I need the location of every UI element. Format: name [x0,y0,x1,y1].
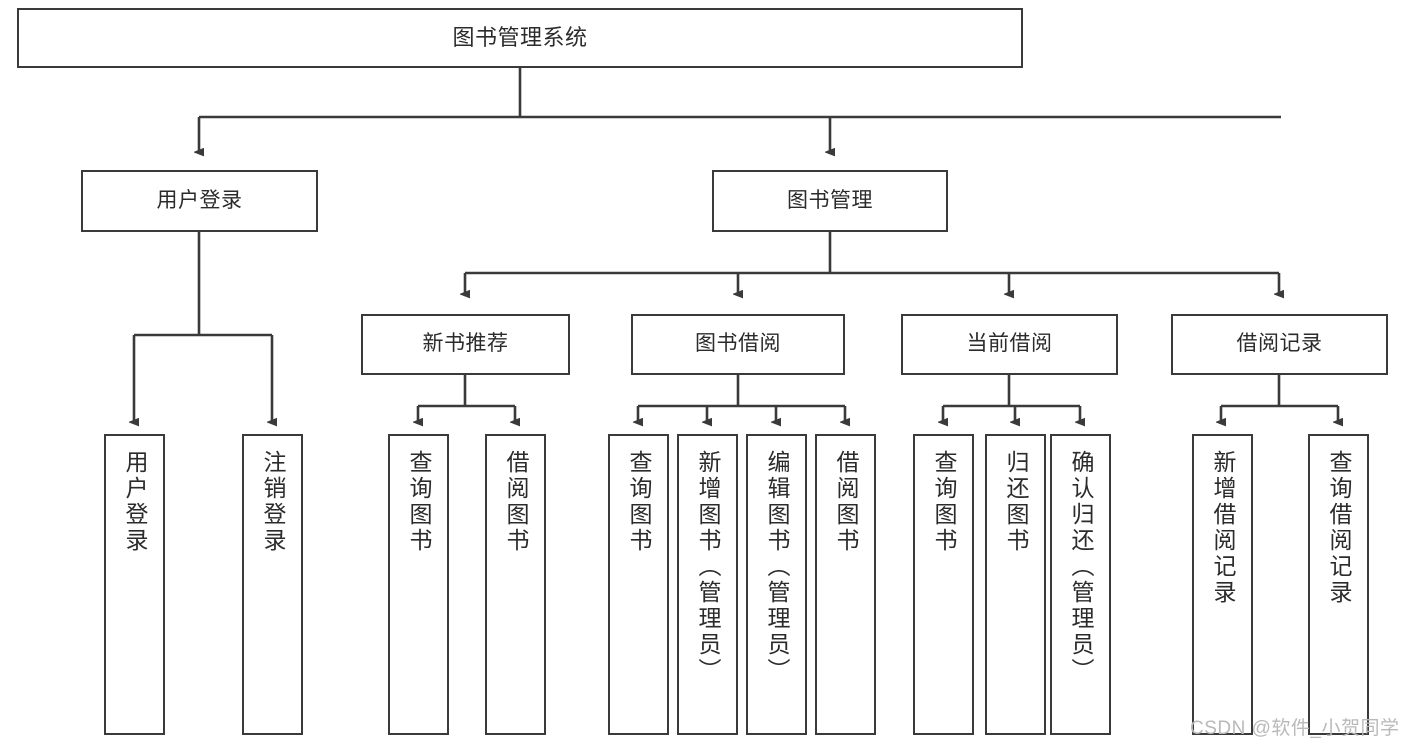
node-leaf-borrow-book-2-label: 借阅图书 [833,450,859,554]
node-root-system[interactable]: 图书管理系统 [17,8,1023,68]
node-leaf-add-book[interactable]: 新增图书（管理员） [677,434,738,735]
node-user-login[interactable]: 用户登录 [81,170,318,232]
node-current-borrow-label: 当前借阅 [966,332,1053,356]
node-leaf-add-book-label: 新增图书（管理员） [695,450,721,684]
node-leaf-confirm-return-label: 确认归还（管理员） [1068,450,1094,684]
node-leaf-query-book-2-label: 查询图书 [626,450,652,554]
node-user-login-label: 用户登录 [156,188,243,212]
node-new-book-recommend[interactable]: 新书推荐 [361,314,570,375]
node-book-management-label: 图书管理 [787,188,873,212]
node-leaf-edit-book[interactable]: 编辑图书（管理员） [746,434,807,735]
node-leaf-query-borrow-record[interactable]: 查询借阅记录 [1308,434,1369,735]
node-book-borrow-label: 图书借阅 [695,332,781,356]
node-new-book-recommend-label: 新书推荐 [422,332,509,356]
node-leaf-borrow-book-1-label: 借阅图书 [503,450,529,554]
node-leaf-user-logout-label: 注销登录 [260,450,286,554]
node-leaf-borrow-book-1[interactable]: 借阅图书 [485,434,546,735]
node-leaf-borrow-book-2[interactable]: 借阅图书 [815,434,876,735]
node-leaf-user-login[interactable]: 用户登录 [104,434,165,735]
node-leaf-return-book[interactable]: 归还图书 [985,434,1046,735]
node-leaf-query-book-2[interactable]: 查询图书 [608,434,669,735]
node-leaf-return-book-label: 归还图书 [1003,450,1029,554]
node-leaf-query-book-3[interactable]: 查询图书 [913,434,974,735]
node-book-borrow[interactable]: 图书借阅 [631,314,845,375]
node-current-borrow[interactable]: 当前借阅 [901,314,1118,375]
node-leaf-query-book-1-label: 查询图书 [406,450,432,554]
node-root-system-label: 图书管理系统 [452,25,588,51]
node-leaf-query-borrow-record-label: 查询借阅记录 [1326,450,1352,606]
node-leaf-user-logout[interactable]: 注销登录 [242,434,303,735]
node-leaf-query-book-3-label: 查询图书 [931,450,957,554]
node-leaf-add-borrow-record-label: 新增借阅记录 [1210,450,1236,606]
node-leaf-confirm-return[interactable]: 确认归还（管理员） [1050,434,1111,735]
node-book-management[interactable]: 图书管理 [712,170,948,232]
node-leaf-add-borrow-record[interactable]: 新增借阅记录 [1192,434,1253,735]
node-borrow-record-label: 借阅记录 [1236,332,1323,356]
node-borrow-record[interactable]: 借阅记录 [1171,314,1388,375]
node-leaf-user-login-label: 用户登录 [122,450,148,554]
node-leaf-query-book-1[interactable]: 查询图书 [388,434,449,735]
csdn-watermark: CSDN @软件_小贺同学 [1190,718,1400,739]
node-leaf-edit-book-label: 编辑图书（管理员） [764,450,790,684]
